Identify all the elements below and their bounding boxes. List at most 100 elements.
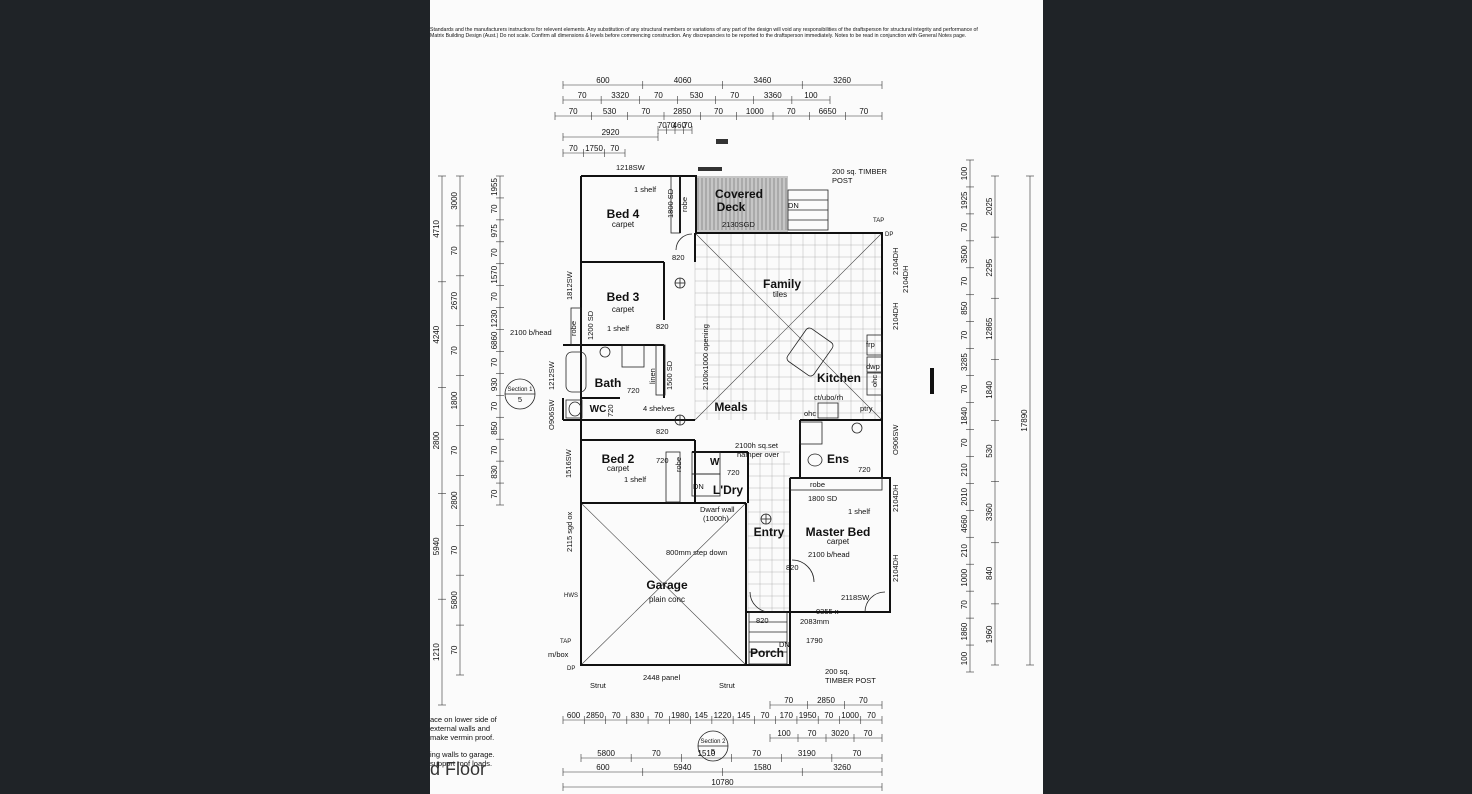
dim-top-r4-2: 460 [673, 121, 687, 130]
label-shelf-master: 1 shelf [848, 507, 871, 516]
dim-right-c1-9: 1840 [960, 407, 969, 425]
label-bhead-master: 2100 b/head [808, 550, 850, 559]
label-door-720-laundry: 720 [727, 468, 740, 477]
side-notes: ace on lower side of external walls and … [430, 715, 498, 768]
dim-left-c2-9: 70 [450, 645, 459, 654]
room-master-finish: carpet [827, 537, 850, 546]
label-door-720-bath: 720 [627, 386, 640, 395]
right-dimensions: 1001925703500708507032857018407021020104… [960, 159, 1034, 673]
label-robe-bed3: robe [569, 321, 578, 336]
room-bed4: Bed 4 [607, 207, 640, 221]
room-family: Family [763, 277, 801, 291]
label-four-shelves: 4 shelves [643, 404, 675, 413]
dim-top-r5-0: 70 [569, 144, 578, 153]
room-bath: Bath [595, 376, 622, 390]
section-2-marker: Section 2 5 [697, 730, 729, 762]
dim-left-c2-4: 1800 [450, 391, 459, 409]
dim-left-c3-2: 975 [490, 224, 499, 238]
dim-left-c3-7: 6860 [490, 331, 499, 349]
section-1-sheet: 5 [518, 395, 522, 404]
header-note-1: Standards and the manufacturers instruct… [430, 27, 978, 33]
label-door-820-d: 820 [786, 563, 799, 572]
dim-left-c3-5: 70 [490, 292, 499, 301]
label-shelf-bed2: 1 shelf [624, 475, 647, 484]
dim-right-c1-7: 3285 [960, 353, 969, 371]
label-fridge: frp [866, 340, 875, 349]
side-note-2: external walls and [430, 724, 490, 733]
label-robe-bed2: robe [674, 457, 683, 472]
label-dh-c: 2104DH [891, 302, 900, 330]
dim-top-r1-3: 3260 [833, 76, 851, 85]
ceiling-fan-icons [674, 277, 772, 525]
label-dh-b: 2104DH [901, 265, 910, 293]
label-timber-post-top-1: 200 sq. TIMBER [832, 167, 887, 176]
label-dwarf-wall-1: Dwarf wall [700, 505, 735, 514]
dim-left-c3-8: 70 [490, 357, 499, 366]
dim-top-r2-6: 100 [804, 91, 818, 100]
dim-top-r4-1: 70 [666, 121, 675, 130]
label-window-1218: 1218SW [616, 163, 646, 172]
label-pantry: ptry [860, 404, 873, 413]
dim-top-r3-4: 70 [714, 107, 723, 116]
room-garage: Garage [646, 578, 688, 592]
dim-top-r3-3: 2850 [673, 107, 691, 116]
dim-left-c2-0: 3000 [450, 191, 459, 209]
dim-left-c3-9: 930 [490, 377, 499, 391]
room-bed2-finish: carpet [607, 464, 630, 473]
room-bed3-finish: carpet [612, 305, 635, 314]
label-panel-2448: 2448 panel [643, 673, 680, 682]
dim-bot-r1-14: 70 [867, 711, 876, 720]
dim-right-c1-16: 70 [960, 600, 969, 609]
dim-bot-r1-11: 1950 [799, 711, 817, 720]
dim-right-c1-4: 70 [960, 276, 969, 285]
label-dp-top: DP [885, 232, 893, 238]
dim-left-c1-1: 4240 [432, 325, 441, 343]
room-ens: Ens [827, 452, 849, 466]
floor-plan-title: d Floor [430, 759, 486, 779]
side-note-3: make vermin proof. [430, 733, 494, 742]
room-meals: Meals [714, 400, 748, 414]
label-door-820-e: 820 [756, 616, 769, 625]
label-tap-top: TAP [873, 218, 884, 224]
dim-left-c2-3: 70 [450, 346, 459, 355]
label-window-1812: 1812SW [565, 270, 574, 300]
floor-plan-sheet: Standards and the manufacturers instruct… [430, 0, 1043, 794]
dim-bot-r1-4: 70 [654, 711, 663, 720]
dim-bot-r3-5: 70 [852, 749, 861, 758]
side-note-5: support roof loads. [430, 759, 492, 768]
label-hamper-1: 2100h sq.set [735, 441, 779, 450]
dim-left-c3-10: 70 [490, 401, 499, 410]
dim-right-c1-8: 70 [960, 384, 969, 393]
floor-plan-drawing: Standards and the manufacturers instruct… [430, 27, 1034, 791]
label-bhead-2100: 2100 b/head [510, 328, 552, 337]
label-dh-a: 2104DH [891, 247, 900, 275]
dim-right-c1-10: 70 [960, 438, 969, 447]
dim-right-c2-3: 1840 [985, 380, 994, 398]
dim-right-c2-7: 1960 [985, 625, 994, 643]
label-sd-bed3: 1200 SD [586, 310, 595, 340]
garage-diagonal-2 [580, 502, 747, 666]
dim-right-c1-18: 100 [960, 651, 969, 665]
label-door-720-wc: 720 [606, 404, 615, 417]
dim-left-c3-6: 1230 [490, 309, 499, 327]
dim-right-c2-0: 2025 [985, 197, 994, 215]
room-covered-deck-2: Deck [717, 200, 746, 214]
label-ct-ubo-rh: ct/ubo/rh [814, 393, 843, 402]
dim-top-r3-2: 70 [641, 107, 650, 116]
label-robe-bed4: robe [680, 197, 689, 212]
external-walls [562, 175, 891, 666]
deck-stairs [787, 189, 829, 231]
plan-annotations: 1218SW 1 shelf robe 1800 SD 2130SGD DN 2… [510, 163, 910, 690]
dim-bot-r3-1: 70 [652, 749, 661, 758]
dim-bot-r2-3: 70 [864, 729, 873, 738]
label-ohc-2: ohc [804, 409, 816, 418]
label-dh-d: 2104DH [891, 484, 900, 512]
dim-left-c3-14: 70 [490, 489, 499, 498]
dim-top-r2-5: 3360 [764, 91, 782, 100]
dim-bot-r0-1: 2850 [817, 696, 835, 705]
section-1-label: Section 1 [507, 387, 533, 393]
room-bed3: Bed 3 [607, 290, 640, 304]
dim-right-c2-4: 530 [985, 444, 994, 458]
dim-right-c2-1: 2295 [985, 258, 994, 276]
section-1-marker: Section 1 5 [504, 378, 536, 410]
